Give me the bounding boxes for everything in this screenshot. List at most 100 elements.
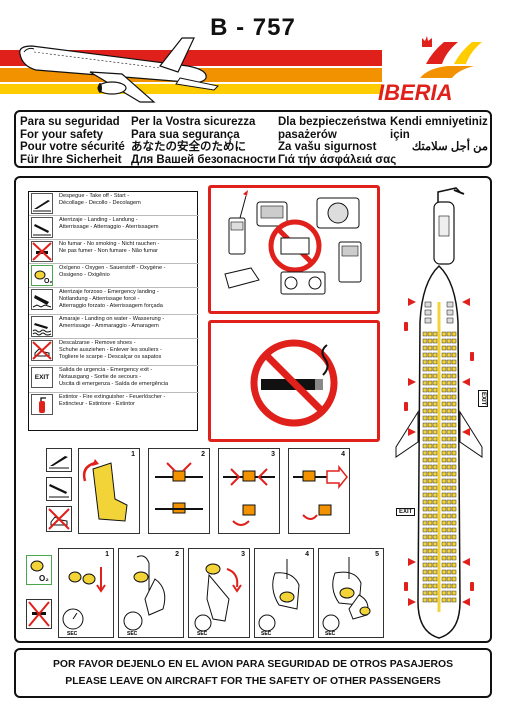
seat (432, 457, 438, 463)
seat (427, 471, 433, 477)
seat (441, 471, 447, 477)
seat (441, 415, 447, 421)
seat (441, 562, 447, 568)
legend-text-line: Togliere le scarpe - Descalçar os sapato… (59, 354, 162, 360)
title-es: Para su seguridad (20, 116, 120, 128)
title-en: For your safety (20, 128, 104, 141)
seat (422, 345, 428, 351)
seat (446, 548, 452, 554)
water-landing-icon (31, 316, 53, 337)
seat (427, 597, 433, 603)
seat (427, 485, 433, 491)
seat (432, 555, 438, 561)
side-exit-label: EXIT (478, 390, 488, 408)
seat (432, 520, 438, 526)
title-pl-1: Dla bezpieczeństwa (278, 116, 387, 128)
legend-text-line: Décollage - Decollo - Decolagem (59, 200, 141, 206)
legend-row-extinguisher: Extintor - Fire extinguisher - Feuerlösc… (29, 393, 199, 430)
seat (441, 520, 447, 526)
seat (422, 422, 428, 428)
seat (427, 590, 433, 596)
seat (432, 345, 438, 351)
fire-extinguisher-illustration (433, 187, 465, 265)
seat (451, 380, 457, 386)
seat (441, 387, 447, 393)
legend-row-remove-shoes: Descalzarse - Remove shoes - Schuhe ausz… (29, 339, 199, 366)
belt-step-4: 4 (288, 448, 350, 534)
seat (441, 394, 447, 400)
seat (432, 450, 438, 456)
seat (446, 597, 452, 603)
step-number: 1 (105, 551, 109, 558)
seat (441, 380, 447, 386)
seat (427, 450, 433, 456)
seat (427, 429, 433, 435)
seat (427, 583, 433, 589)
seat (451, 583, 457, 589)
seat (441, 464, 447, 470)
seat (441, 408, 447, 414)
seat (441, 401, 447, 407)
no-smoking-sign (250, 339, 338, 427)
seat (451, 506, 457, 512)
seat (446, 471, 452, 477)
gauge-label: SEC (67, 631, 78, 637)
seat (441, 541, 447, 547)
seat (427, 338, 433, 344)
seat (446, 590, 452, 596)
seat (451, 345, 457, 351)
gauge-label: SEC (197, 631, 208, 637)
seat (422, 408, 428, 414)
gauge-label: SEC (261, 631, 272, 637)
title-de: Für Ihre Sicherheit (20, 153, 122, 166)
cabin-seat-map (395, 264, 483, 639)
title-column-3: Dla bezpieczeństwa pasażerów Za vašu sig… (278, 116, 396, 166)
seat (427, 373, 433, 379)
seat (432, 534, 438, 540)
boeing-757-illustration (19, 37, 220, 103)
takeoff-icon (46, 448, 72, 472)
seat (432, 464, 438, 470)
legend-text-line: Ne pas fumer - Non fumare - Não fumar (59, 248, 158, 254)
aircraft-model-title: B - 757 (210, 14, 296, 41)
legend-text-line: Despegue - Take off - Start - (59, 193, 130, 199)
seat (451, 422, 457, 428)
seat (422, 597, 428, 603)
seat (446, 450, 452, 456)
iberia-logo (420, 36, 482, 78)
seat (451, 520, 457, 526)
oxygen-step-5: 5 SEC (318, 548, 384, 638)
legend-text-line: Amaraje - Landing on water - Wasserung - (59, 316, 165, 322)
seat (451, 450, 457, 456)
legend-text-line: Notausgang - Sortie de secours - (59, 374, 142, 380)
belt-step-2: 2 (148, 448, 210, 534)
seat (422, 590, 428, 596)
no-smoking-icon (31, 241, 53, 262)
exit-icon: EXIT (31, 367, 53, 388)
remove-shoes-icon (46, 506, 72, 532)
legend-text-line: Uscita di emergenza - Saída de emergênci… (59, 381, 169, 387)
title-ar: من أجل سلامتك (411, 141, 488, 153)
seat (446, 380, 452, 386)
seat (441, 492, 447, 498)
oxygen-step-3: 3 SEC (188, 548, 250, 638)
seat (451, 359, 457, 365)
seat (432, 394, 438, 400)
seat (451, 597, 457, 603)
seat (422, 450, 428, 456)
seat (432, 590, 438, 596)
seat (422, 366, 428, 372)
seat (427, 422, 433, 428)
seat (427, 555, 433, 561)
brand-stripe-yellow (0, 84, 382, 94)
seat (432, 443, 438, 449)
seat (451, 443, 457, 449)
seat (446, 345, 452, 351)
seat (446, 436, 452, 442)
seat (451, 562, 457, 568)
title-hr: Za vašu sigurnost (278, 141, 377, 153)
seat (441, 338, 447, 344)
seat (427, 394, 433, 400)
seat (432, 583, 438, 589)
seat (422, 576, 428, 582)
